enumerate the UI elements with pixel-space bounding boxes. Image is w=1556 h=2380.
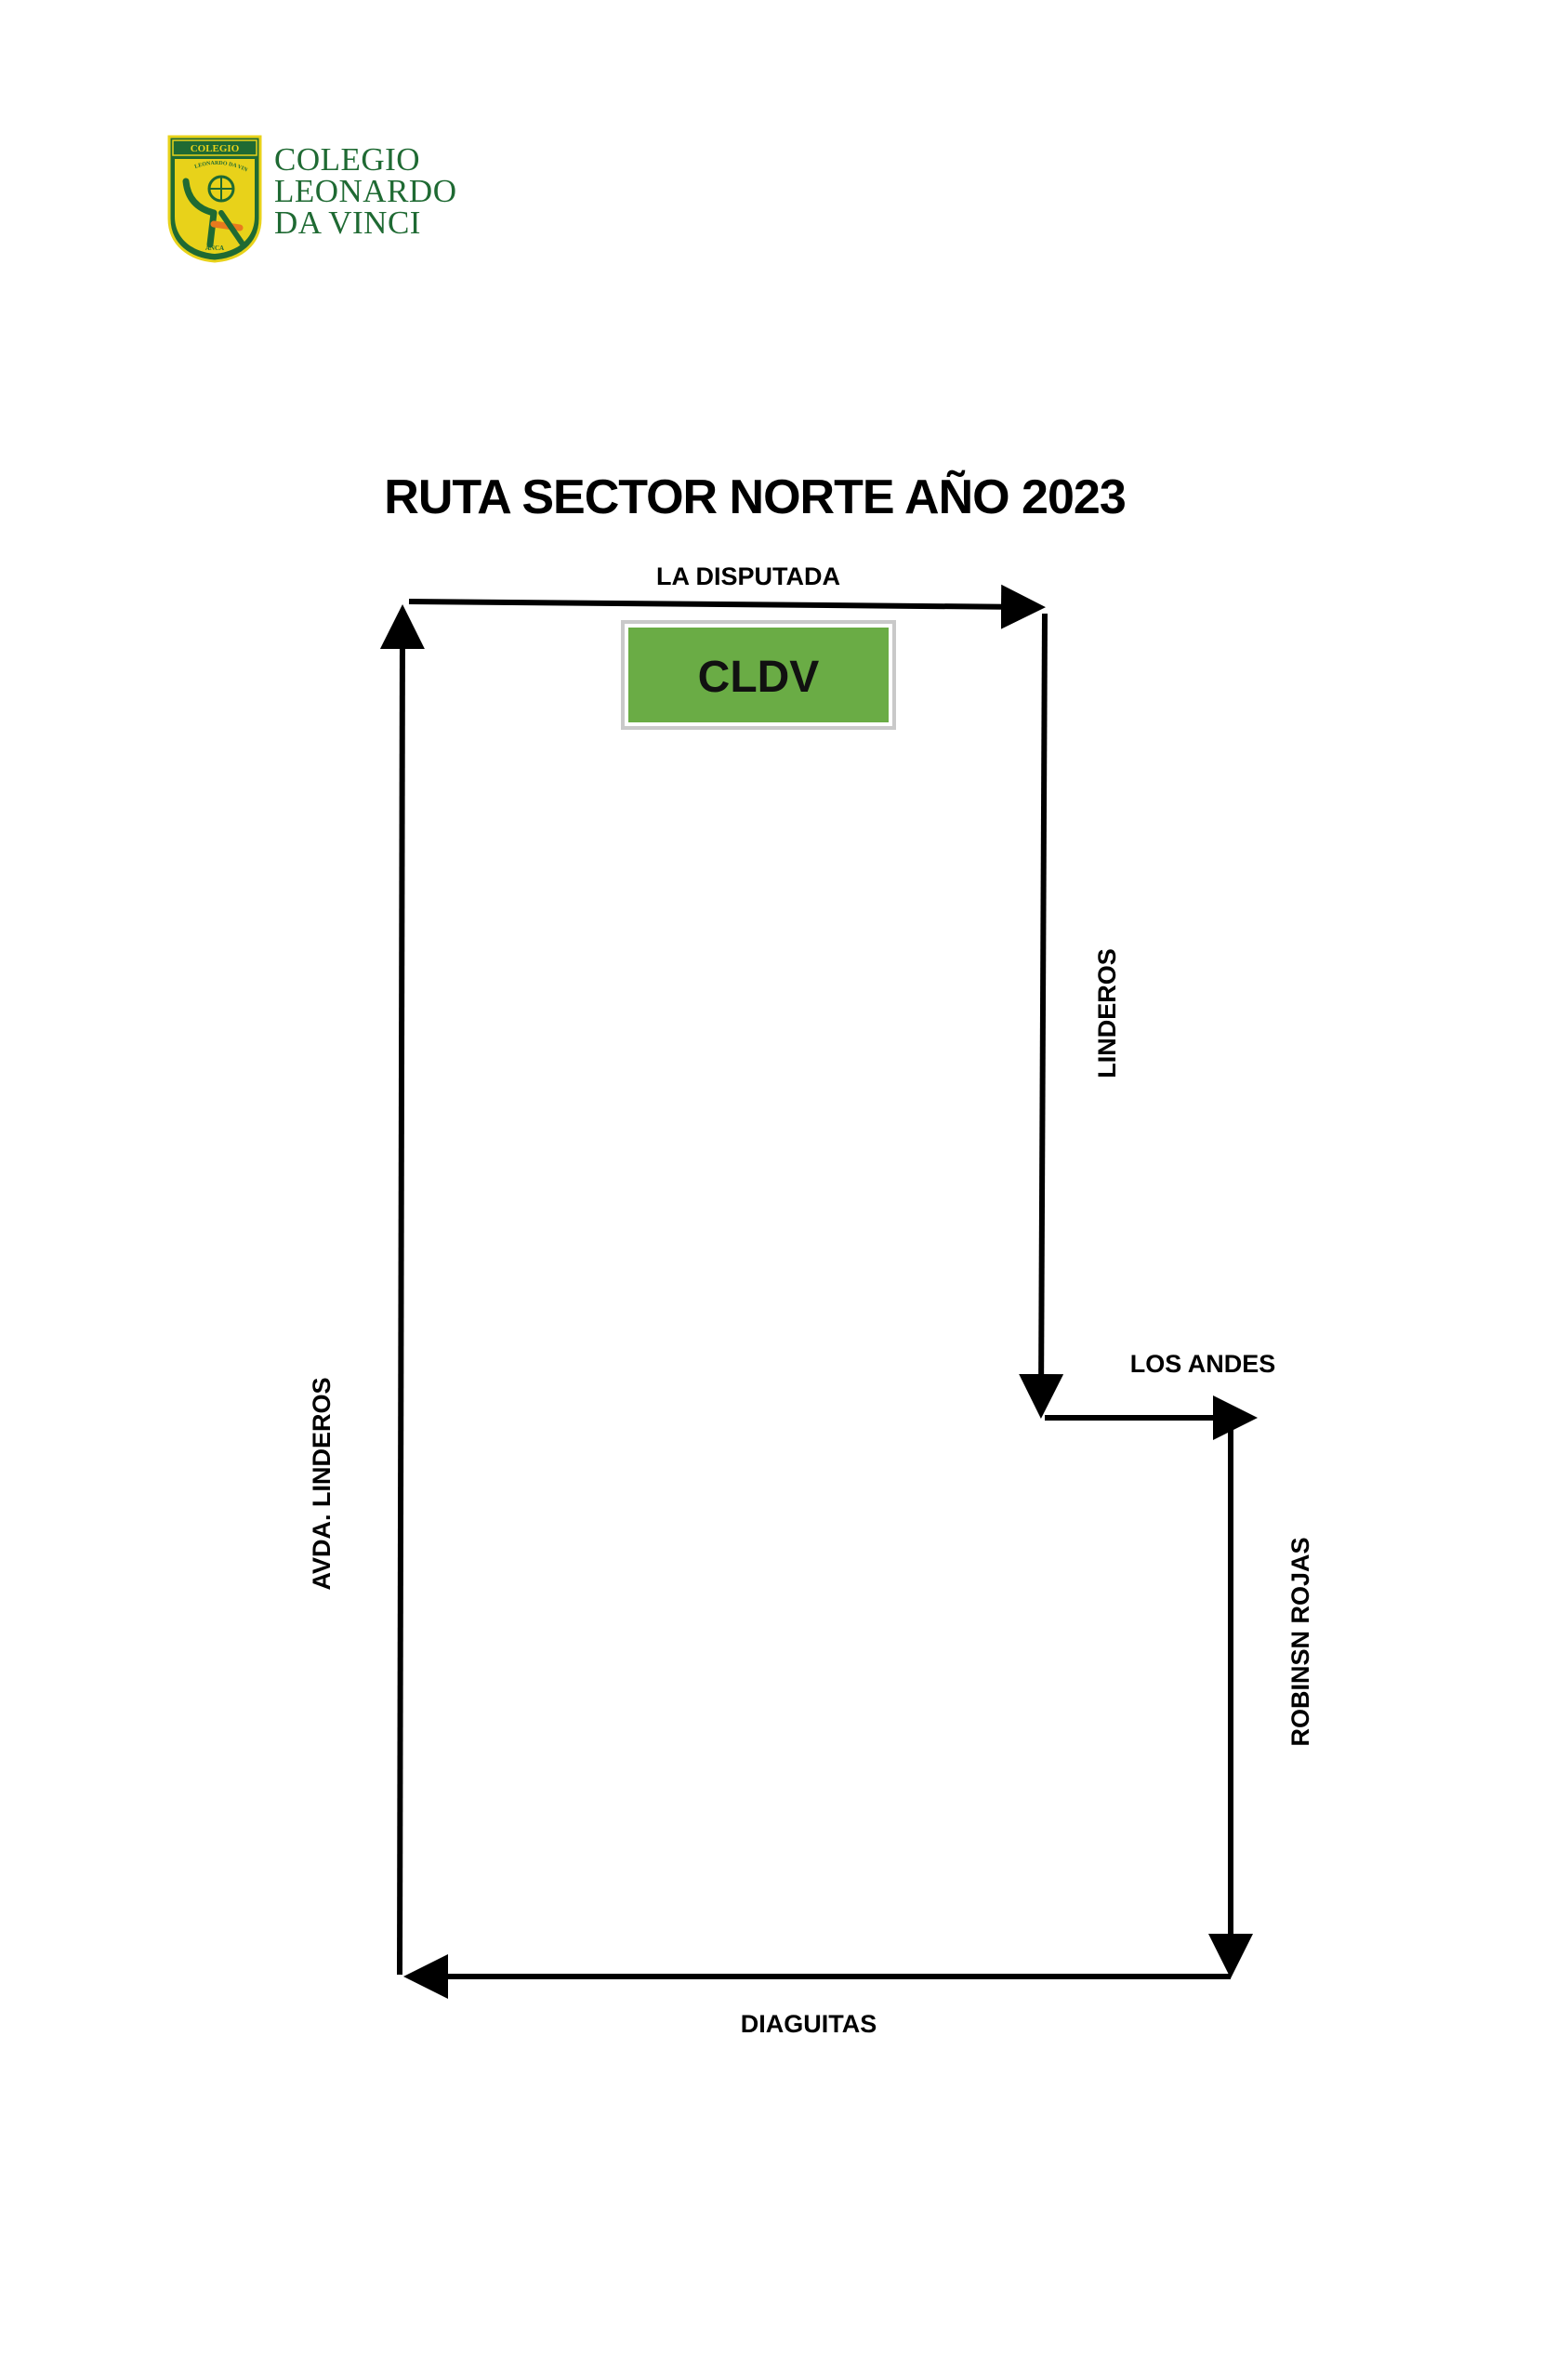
crest-bottom-text: ANCA — [205, 245, 224, 252]
street-label-avda-linderos: AVDA. LINDEROS — [308, 1377, 336, 1590]
school-box-label: CLDV — [698, 653, 820, 702]
school-box-fill — [628, 628, 889, 722]
school-name-line-1: COLEGIO — [274, 141, 421, 178]
street-label-robinsn-rojas: ROBINSN ROJAS — [1286, 1537, 1314, 1746]
school-crest-icon: COLEGIO ANCA LEONARDO DA VINCI — [167, 135, 262, 263]
route-segment-la-disputada — [408, 584, 1046, 629]
street-label-la-disputada: LA DISPUTADA — [656, 562, 840, 590]
school-name-line-2: LEONARDO — [274, 173, 457, 209]
school-name-line-3: DA VINCI — [274, 205, 421, 241]
school-logo: COLEGIO ANCA LEONARDO DA VINCI COLEGIO L… — [167, 135, 465, 265]
street-label-los-andes: LOS ANDES — [1130, 1350, 1276, 1378]
street-label-diaguitas: DIAGUITAS — [741, 2010, 877, 2038]
page-title: RUTA SECTOR NORTE AÑO 2023 — [384, 470, 1126, 524]
school-name: COLEGIO LEONARDO DA VINCI — [274, 141, 457, 241]
school-box: CLDV — [621, 620, 896, 730]
crest-top-text: COLEGIO — [191, 143, 240, 154]
street-label-linderos: LINDEROS — [1093, 948, 1121, 1078]
route-segment-linderos — [1019, 613, 1064, 1419]
route-segment-avda-linderos — [379, 604, 425, 1976]
